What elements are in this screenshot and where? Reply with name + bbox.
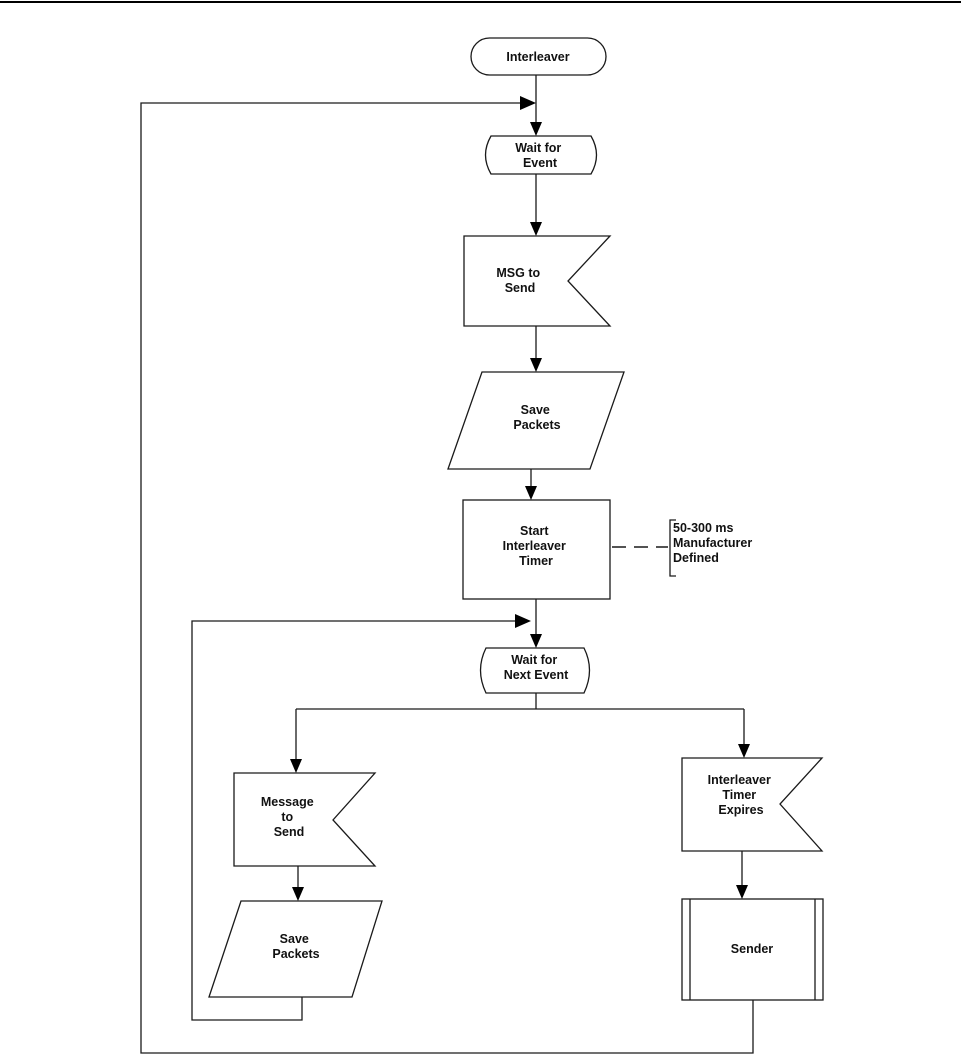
data-shape [447, 371, 625, 470]
arrowhead-message-to-send [290, 759, 302, 773]
node-wait-for-event-label: Wait for Event [515, 141, 565, 170]
node-interleaver-timer-expires: Interleaver Timer Expires [681, 757, 824, 852]
connector-inner-loop [191, 620, 515, 1021]
node-save-packets-2-label: Save Packets [272, 932, 319, 961]
node-msg-to-send-label: MSG to Send [496, 266, 543, 295]
timer-annotation: 50-300 ms Manufacturer Defined [669, 519, 756, 577]
wait-next-line-2: Next Event [504, 668, 569, 682]
expires-signal-shape [681, 757, 824, 852]
wait-shape [484, 135, 598, 175]
node-message-to-send: Message to Send [233, 772, 377, 867]
node-save-packets-1-label: Save Packets [513, 403, 560, 432]
expires-line-3: Expires [718, 803, 763, 817]
msg-line-2: Send [505, 281, 536, 295]
message-line-1: Message [261, 795, 314, 809]
connectors [140, 75, 754, 1054]
annotation-line-2: Manufacturer [673, 536, 752, 550]
arrowhead-outer-loop [520, 96, 536, 110]
timer-line-2: Interleaver [503, 539, 566, 553]
message-line-2: to [281, 810, 293, 824]
arrowhead-timer-expires [738, 744, 750, 758]
data-shape-2 [208, 900, 383, 998]
message-line-3: Send [274, 825, 305, 839]
expires-line-1: Interleaver [708, 773, 771, 787]
wait-line-1: Wait for [515, 141, 561, 155]
terminator-shape [470, 37, 607, 76]
arrowhead-timer [525, 486, 537, 500]
node-timer-expires-label: Interleaver Timer Expires [708, 773, 775, 817]
save1-line-2: Packets [513, 418, 560, 432]
arrowhead-next-event [530, 634, 542, 648]
arrowhead-wait-event [530, 122, 542, 136]
msg-line-1: MSG to [496, 266, 540, 280]
annotation-line-3: Defined [673, 551, 719, 565]
save2-line-2: Packets [272, 947, 319, 961]
arrowhead-save-1 [530, 358, 542, 372]
connector-outer-loop [140, 102, 754, 1054]
wait-next-shape [479, 647, 591, 694]
node-start-interleaver-timer: Start Interleaver Timer [462, 499, 611, 600]
timer-line-3: Timer [519, 554, 553, 568]
save1-line-1: Save [521, 403, 550, 417]
signal-shape [463, 235, 612, 327]
predefined-shape [681, 898, 824, 1001]
node-wait-for-next-event-label: Wait for Next Event [504, 653, 569, 682]
node-interleaver: Interleaver [470, 37, 607, 76]
arrowhead-msg [530, 222, 542, 236]
wait-line-2: Event [523, 156, 558, 170]
expires-line-2: Timer [722, 788, 756, 802]
arrowhead-inner-loop [515, 614, 531, 628]
process-shape [462, 499, 611, 600]
node-sender: Sender [681, 898, 824, 1001]
node-interleaver-label: Interleaver [506, 50, 569, 64]
arrowhead-save-2 [292, 887, 304, 901]
annotation-text: 50-300 ms Manufacturer Defined [673, 521, 756, 565]
node-start-timer-label: Start Interleaver Timer [503, 524, 570, 568]
timer-line-1: Start [520, 524, 549, 538]
node-sender-label: Sender [731, 942, 774, 956]
wait-next-line-1: Wait for [511, 653, 557, 667]
node-wait-for-event: Wait for Event [484, 135, 598, 175]
node-message-to-send-label: Message to Send [261, 795, 317, 839]
message-signal-shape [233, 772, 377, 867]
annotation-bracket [669, 519, 676, 577]
arrowhead-sender [736, 885, 748, 899]
node-msg-to-send: MSG to Send [463, 235, 612, 327]
annotation-line-1: 50-300 ms [673, 521, 734, 535]
node-save-packets-1: Save Packets [447, 371, 625, 470]
node-save-packets-2: Save Packets [208, 900, 383, 998]
node-wait-for-next-event: Wait for Next Event [479, 647, 591, 694]
save2-line-1: Save [280, 932, 309, 946]
